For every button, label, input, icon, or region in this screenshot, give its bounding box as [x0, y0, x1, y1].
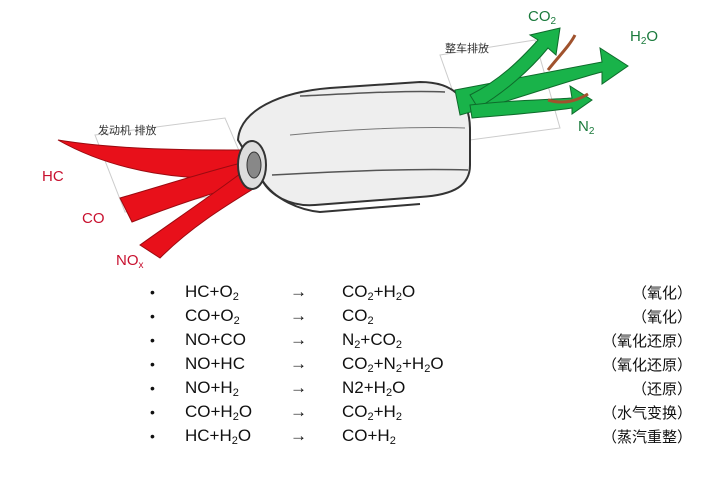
outputs-tag: 整车排放: [445, 42, 489, 55]
converter-shell: [236, 80, 471, 207]
reaction-arrow: →: [290, 378, 307, 397]
reaction-arrow: →: [290, 402, 307, 421]
input-label-co: CO: [82, 210, 105, 227]
reaction-reactants: NO+CO: [185, 330, 246, 349]
converter-ridge-low: [271, 168, 469, 176]
converter-ridge-mid: [289, 126, 466, 136]
reaction-products: CO2+H2O: [342, 282, 416, 303]
reaction-products: CO+H2: [342, 426, 396, 447]
reaction-type: （水气变换）: [601, 404, 692, 422]
curl-arrow-upper: [546, 34, 577, 71]
reaction-bullet: •: [150, 356, 155, 372]
reaction-bullet: •: [150, 404, 155, 420]
reaction-products: CO2+H2: [342, 402, 402, 423]
converter-inlet-hole: [246, 151, 262, 179]
reaction-curls: [546, 34, 589, 104]
reaction-type: （氧化）: [631, 308, 692, 326]
inputs-tag: 发动机 排放: [98, 124, 157, 137]
reaction-reactants: HC+H2O: [185, 426, 252, 447]
catalytic-converter-diagram: [57, 27, 629, 259]
reaction-type: （氧化）: [631, 284, 692, 302]
reaction-products: CO2: [342, 306, 374, 327]
reaction-row: • NO+H2 → N2+H2O （还原）: [0, 378, 720, 402]
reaction-type: （蒸汽重整）: [601, 428, 692, 446]
reaction-row: • HC+H2O → CO+H2 （蒸汽重整）: [0, 426, 720, 450]
converter-flange: [261, 179, 421, 214]
reaction-reactants: HC+O2: [185, 282, 239, 303]
reaction-reactants: CO+H2O: [185, 402, 253, 423]
inflow-arrows: [57, 139, 265, 259]
reaction-arrow: →: [290, 306, 307, 325]
reaction-row: • HC+O2 → CO2+H2O （氧化）: [0, 282, 720, 306]
reaction-reactants: CO+O2: [185, 306, 240, 327]
outflow-arrows: [454, 27, 629, 119]
reaction-row: • NO+HC → CO2+N2+H2O （氧化还原）: [0, 354, 720, 378]
reaction-arrow: →: [290, 330, 307, 349]
curl-arrow-lower: [547, 92, 589, 104]
outflow-arrow-h2o: [454, 46, 629, 116]
reaction-type: （氧化还原）: [601, 356, 692, 374]
reaction-bullet: •: [150, 308, 155, 324]
reaction-reactants: NO+H2: [185, 378, 239, 399]
reaction-type: （还原）: [631, 380, 692, 398]
input-label-hc: HC: [42, 168, 64, 185]
reaction-arrow: →: [290, 282, 307, 301]
output-label-n2: N2: [578, 118, 595, 137]
reaction-reactants: NO+HC: [185, 354, 245, 373]
reaction-bullet: •: [150, 428, 155, 444]
reaction-bullet: •: [150, 380, 155, 396]
output-label-co2: CO2: [528, 8, 557, 27]
outflow-arrow-co2: [469, 27, 561, 109]
reaction-row: • NO+CO → N2+CO2 （氧化还原）: [0, 330, 720, 354]
outflow-arrow-n2: [469, 84, 593, 119]
output-label-h2o: H2O: [630, 28, 659, 47]
converter-body: [236, 80, 471, 214]
reaction-bullet: •: [150, 332, 155, 348]
reaction-row: • CO+O2 → CO2 （氧化）: [0, 306, 720, 330]
converter-ridge-top: [299, 90, 446, 97]
reaction-type: （氧化还原）: [601, 332, 692, 350]
reaction-bullet: •: [150, 284, 155, 300]
input-label-nox: NOx: [116, 252, 144, 271]
reaction-arrow: →: [290, 426, 307, 445]
reaction-products: N2+CO2: [342, 330, 402, 351]
reaction-products: CO2+N2+H2O: [342, 354, 444, 375]
reaction-products: N2+H2O: [342, 378, 406, 399]
reaction-row: • CO+H2O → CO2+H2 （水气变换）: [0, 402, 720, 426]
reaction-arrow: →: [290, 354, 307, 373]
